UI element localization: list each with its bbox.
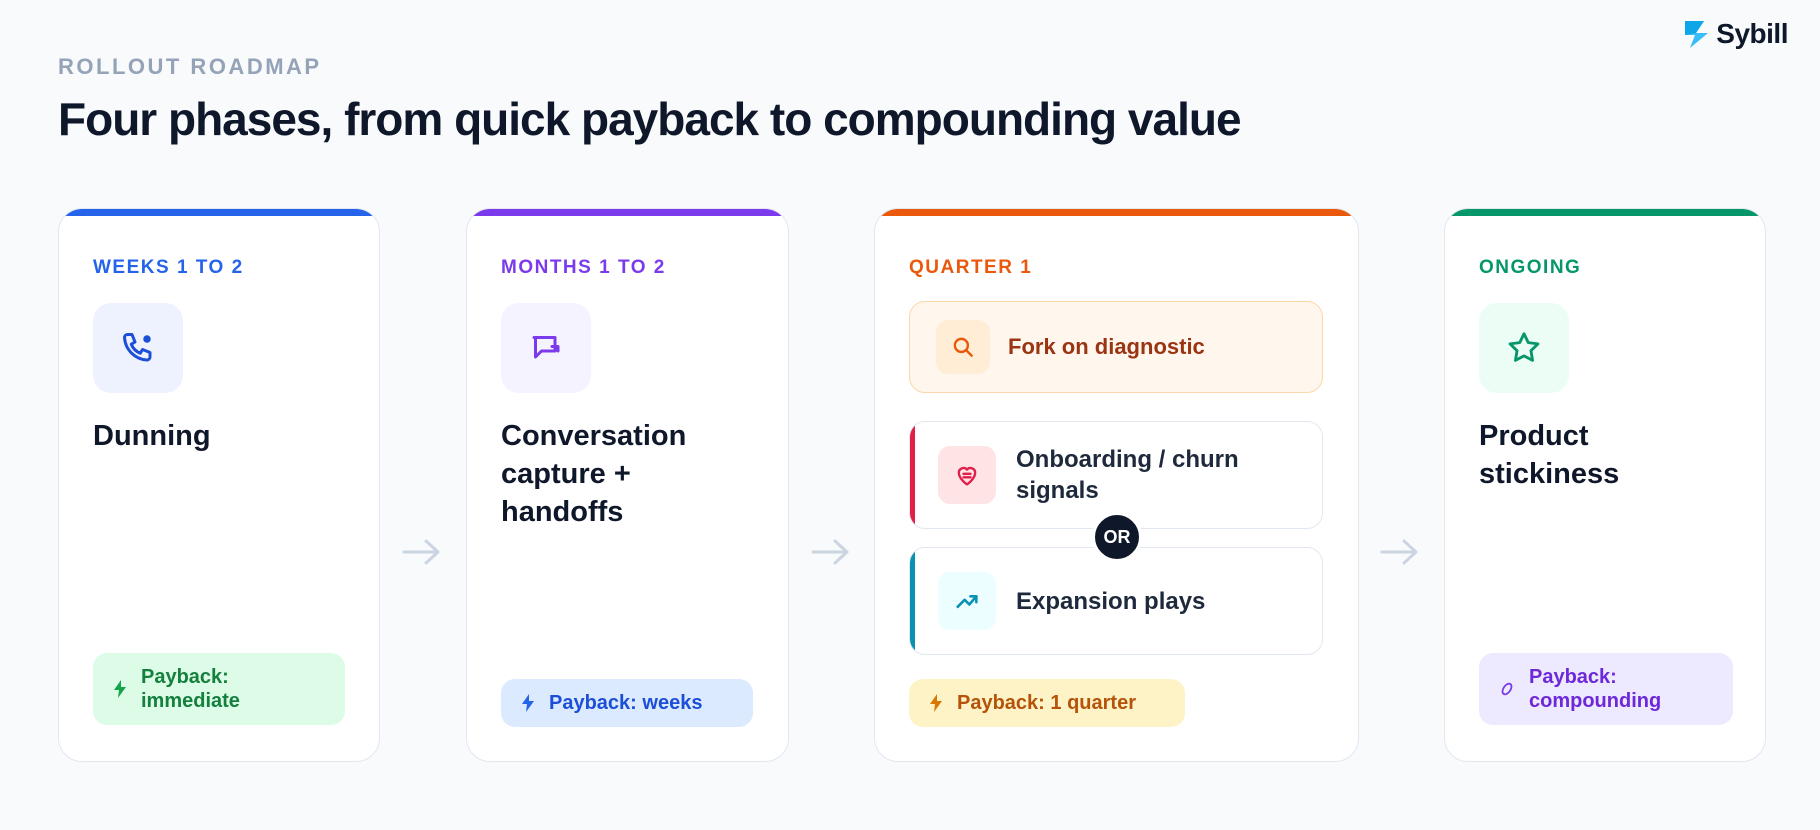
payback-badge: Payback: weeks [501,679,753,727]
phase-title: Dunning [93,420,211,452]
sybill-logo-icon [1685,21,1709,48]
card-accent-bar [1445,209,1765,216]
heart-icon [938,446,996,504]
payback-badge: Payback: 1 quarter [909,679,1185,727]
option-label: Onboarding / churn signals [1016,446,1239,504]
trending-up-icon [938,572,996,630]
bolt-icon [522,694,534,712]
card-accent-bar [59,209,379,216]
star-icon [1479,303,1569,393]
or-badge: OR [1092,512,1142,562]
phase-title: Conversation capture + handoffs [501,420,687,528]
eyebrow: ROLLOUT ROADMAP [58,54,322,79]
option-accent [910,422,915,528]
payback-label: Payback: immediate [141,666,240,712]
phase-label: ONGOING [1479,257,1582,278]
payback-label: Payback: compounding [1529,666,1662,712]
arrow-right-icon [811,539,849,565]
infinity-icon [1501,682,1513,696]
payback-label: Payback: 1 quarter [957,692,1136,714]
payback-badge: Payback: immediate [93,653,345,725]
search-icon [936,320,990,374]
card-accent-bar [467,209,788,216]
option-accent [910,548,915,654]
phase-card-quarter-1: QUARTER 1 Fork on diagnostic Onboarding … [874,208,1359,762]
fork-label: Fork on diagnostic [1008,334,1205,359]
phase-title: Product stickiness [1479,420,1620,490]
page-title: Four phases, from quick payback to compo… [58,93,1242,145]
bolt-icon [114,680,126,698]
payback-badge: Payback: compounding [1479,653,1733,725]
phase-card-product-stickiness: ONGOING Product stickiness Payback: comp… [1444,208,1766,762]
option-label: Expansion plays [1016,587,1206,615]
sybill-logo: Sybill [1682,18,1788,50]
phone-icon [93,303,183,393]
phase-card-dunning: WEEKS 1 TO 2 Dunning Payback: immediate [58,208,380,762]
bolt-icon [930,694,942,712]
arrow-right-icon [402,539,440,565]
card-accent-bar [875,209,1358,216]
arrow-right-icon [1380,539,1418,565]
logo-text: Sybill [1716,18,1788,49]
phase-label: MONTHS 1 TO 2 [501,257,666,278]
option-expansion-plays: Expansion plays [909,547,1323,655]
fork-on-diagnostic: Fork on diagnostic [909,301,1323,393]
phase-label: QUARTER 1 [909,257,1033,278]
phase-card-conversation-capture: MONTHS 1 TO 2 Conversation capture + han… [466,208,789,762]
phase-label: WEEKS 1 TO 2 [93,257,244,278]
chat-icon [501,303,591,393]
payback-label: Payback: weeks [549,692,703,714]
